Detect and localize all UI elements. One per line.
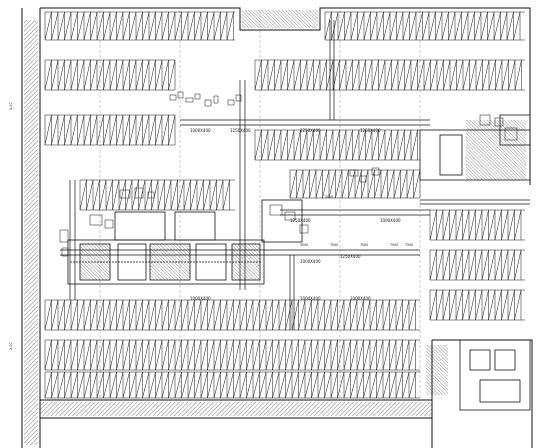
stall-row xyxy=(254,59,525,91)
equipment-box xyxy=(235,94,242,102)
duct-label-3: 1250X400 xyxy=(300,128,321,133)
duct-label-2: 1250X400 xyxy=(230,128,251,133)
duct-label-1: 1000X400 xyxy=(190,128,211,133)
stall-row xyxy=(289,169,421,199)
duct-label-9: 1000X400 xyxy=(300,296,321,301)
equipment-box xyxy=(61,247,69,257)
equipment-box xyxy=(59,229,69,243)
dimension-4: 7500 xyxy=(390,243,398,247)
stall-row xyxy=(79,179,235,211)
equipment-box xyxy=(147,191,155,199)
equipment-box xyxy=(177,91,184,99)
equipment-clusters xyxy=(59,91,518,257)
equipment-box xyxy=(269,204,283,216)
duct-label-10: 1000X400 xyxy=(350,296,371,301)
equipment-box xyxy=(213,95,219,104)
equipment-box xyxy=(104,219,114,229)
equipment-box xyxy=(89,214,103,226)
stall-row xyxy=(44,371,420,399)
equipment-box xyxy=(169,94,177,101)
equipment-box xyxy=(349,169,359,177)
duct-size-labels: 1000X400 1250X400 1250X400 1250X400 1250… xyxy=(190,128,401,301)
stall-row xyxy=(44,114,176,146)
dimension-labels: 3000 7500 7500 7500 7500 2000 xyxy=(300,195,413,247)
equipment-box xyxy=(359,175,367,183)
stall-row xyxy=(44,339,420,371)
parking-stalls xyxy=(44,11,525,399)
duct-label-6: 1250X400 xyxy=(340,254,361,259)
stall-row xyxy=(44,59,176,91)
duct-label-7: 1000X400 xyxy=(380,218,401,223)
stall-row xyxy=(44,299,420,331)
equipment-box xyxy=(504,127,518,141)
equipment-box xyxy=(119,189,131,199)
stall-row xyxy=(44,11,235,41)
ventilation-ducts xyxy=(60,20,530,330)
dimension-1: 3000 xyxy=(300,243,308,247)
equipment-box xyxy=(284,211,296,221)
duct-label-11: 1000X400 xyxy=(190,296,211,301)
equipment-box xyxy=(134,187,144,199)
dimension-3: 7500 xyxy=(360,243,368,247)
duct-label-5: 1250X400 xyxy=(290,218,311,223)
equipment-box xyxy=(204,99,212,107)
equipment-box xyxy=(371,167,380,176)
area-tag-1: 5.00 xyxy=(9,102,13,110)
area-tag-2: 3.00 xyxy=(9,342,13,350)
stall-row xyxy=(429,209,525,241)
core-building-block xyxy=(67,199,303,285)
duct-label-4: 1250X400 xyxy=(360,128,381,133)
equipment-box xyxy=(194,93,201,100)
dimension-5: 7500 xyxy=(405,243,413,247)
outer-walls xyxy=(21,7,533,448)
hatched-walls xyxy=(24,10,526,445)
equipment-box xyxy=(227,99,235,106)
equipment-box xyxy=(479,114,491,126)
dimension-2: 7500 xyxy=(330,243,338,247)
duct-label-8: 1000X400 xyxy=(300,259,321,264)
stall-row xyxy=(324,11,525,41)
stall-row xyxy=(429,249,525,281)
equipment-box xyxy=(299,224,309,234)
stall-row xyxy=(254,129,420,161)
equipment-box xyxy=(494,117,504,127)
stall-row xyxy=(429,289,525,321)
area-tags: 5.00 3.00 xyxy=(9,102,13,350)
dimension-6: 2000 xyxy=(325,195,333,199)
equipment-box xyxy=(185,97,194,103)
